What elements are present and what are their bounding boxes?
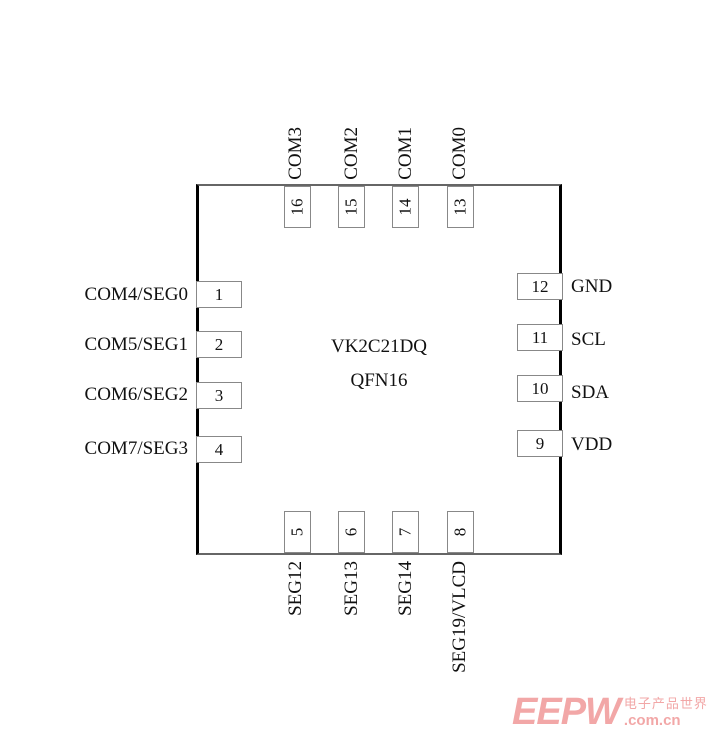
eepw-logo: EEPW <box>512 691 621 733</box>
pin-3-label: COM6/SEG2 <box>84 384 188 405</box>
pin-number: 14 <box>395 198 415 216</box>
chip-package: QFN16 <box>350 370 408 391</box>
pin-9-pad: 9 <box>517 430 563 457</box>
pin-10-pad: 10 <box>517 375 563 402</box>
pin-7-label: SEG14 <box>395 561 416 616</box>
eepw-watermark: EEPW 电子产品世界 .com.cn <box>512 691 708 733</box>
pin-11-label: SCL <box>571 329 606 350</box>
pin-number: 2 <box>214 334 224 354</box>
ic-body <box>196 184 562 555</box>
pin-7-pad: 7 <box>392 511 419 553</box>
pin-number: 12 <box>531 276 549 296</box>
pin-9-label: VDD <box>571 434 613 455</box>
pin-number: 13 <box>450 198 470 216</box>
pin-11-pad: 11 <box>517 324 563 351</box>
pin-4-pad: 4 <box>196 436 242 463</box>
pin-number: 5 <box>287 527 307 537</box>
pin-16-label: COM3 <box>285 127 306 180</box>
pin-number: 6 <box>341 527 361 537</box>
pin-14-pad: 14 <box>392 186 419 228</box>
pin-6-pad: 6 <box>338 511 365 553</box>
pin-number: 4 <box>214 439 224 459</box>
pin-14-label: COM1 <box>395 127 416 180</box>
pin-2-label: COM5/SEG1 <box>84 334 188 355</box>
chip-name: VK2C21DQ <box>330 336 428 357</box>
pin-5-label: SEG12 <box>285 561 306 616</box>
watermark-url: .com.cn <box>623 712 681 729</box>
pin-15-pad: 15 <box>338 186 365 228</box>
pin-16-pad: 16 <box>284 186 311 228</box>
watermark-tagline: 电子产品世界 <box>623 696 708 711</box>
pin-4-label: COM7/SEG3 <box>84 438 188 459</box>
pin-3-pad: 3 <box>196 382 242 409</box>
pin-13-label: COM0 <box>449 127 470 180</box>
pin-2-pad: 2 <box>196 331 242 358</box>
pin-12-pad: 12 <box>517 273 563 300</box>
watermark-text: 电子产品世界 .com.cn <box>624 696 708 730</box>
pin-8-pad: 8 <box>447 511 474 553</box>
pin-number: 7 <box>395 527 415 537</box>
pin-6-label: SEG13 <box>341 561 362 616</box>
pin-number: 16 <box>287 198 307 216</box>
pin-8-label: SEG19/VLCD <box>449 561 470 673</box>
pin-number: 15 <box>341 198 361 216</box>
pin-1-label: COM4/SEG0 <box>84 284 188 305</box>
pin-15-label: COM2 <box>341 127 362 180</box>
pin-5-pad: 5 <box>284 511 311 553</box>
pin-12-label: GND <box>571 276 613 297</box>
pin-13-pad: 13 <box>447 186 474 228</box>
pin-number: 9 <box>535 433 545 453</box>
pin-number: 3 <box>214 385 224 405</box>
pin-number: 10 <box>531 378 549 398</box>
pin-number: 1 <box>214 284 224 304</box>
pin-number: 11 <box>531 327 549 347</box>
pin-number: 8 <box>450 527 470 537</box>
pin-10-label: SDA <box>571 382 610 403</box>
pin-1-pad: 1 <box>196 281 242 308</box>
